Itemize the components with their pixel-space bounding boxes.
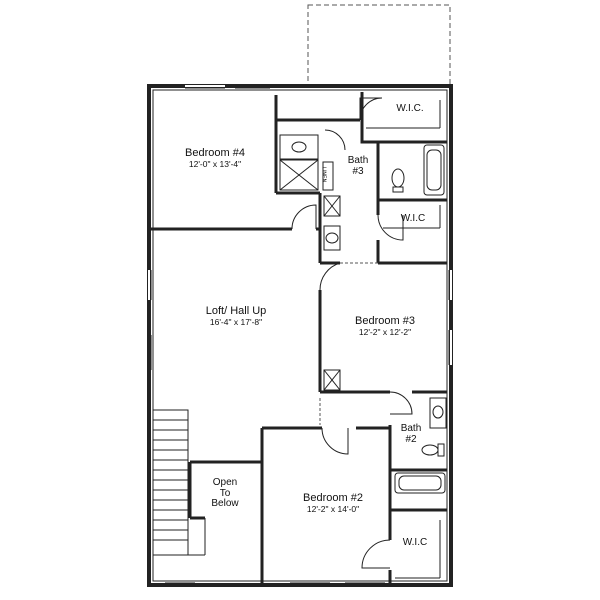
bedroom3-label: Bedroom #3 12'-2" x 12'-2" <box>335 315 435 337</box>
outer-wall <box>147 84 453 587</box>
open-line2: To <box>219 487 231 499</box>
open-line1: Open <box>212 477 238 488</box>
bedroom2-name: Bedroom #2 <box>303 492 363 504</box>
windows <box>148 85 452 584</box>
dashed-outline-top <box>307 4 451 86</box>
bedroom4-label: Bedroom #4 12'-0" x 13'-4" <box>165 147 265 169</box>
bath3-label: Bath #3 <box>338 155 378 177</box>
bath2-line2: #2 <box>405 433 417 445</box>
bedroom4-dims: 12'-0" x 13'-4" <box>188 158 242 169</box>
dashed-openings <box>319 262 378 425</box>
wic-mid-label: W.I.C <box>400 213 426 224</box>
wic-bottom-label: W.I.C <box>402 537 428 548</box>
wic-top-label: W.I.C. <box>396 103 424 114</box>
bedroom2-label: Bedroom #2 12'-2" x 14'-0" <box>283 492 383 514</box>
open-to-below-label: Open To Below <box>200 477 250 510</box>
open-line3: Below <box>211 498 239 509</box>
interior-walls <box>151 92 447 583</box>
bath2-fixtures <box>323 369 447 494</box>
bath2-line1: Bath <box>400 423 422 434</box>
loft-label: Loft/ Hall Up 16'-4" x 17'-8" <box>186 305 286 327</box>
closet-shelves <box>322 100 441 579</box>
bath2-label: Bath #2 <box>391 423 431 445</box>
loft-dims: 16'-4" x 17'-8" <box>209 316 263 327</box>
bedroom4-name: Bedroom #4 <box>185 147 245 159</box>
bath3-line2: #3 <box>352 165 364 177</box>
bedroom3-name: Bedroom #3 <box>355 315 415 327</box>
stairs <box>152 409 206 556</box>
bedroom2-dims: 12'-2" x 14'-0" <box>306 503 360 514</box>
loft-name: Loft/ Hall Up <box>205 305 267 317</box>
door-swings <box>291 97 413 569</box>
bath3-line1: Bath <box>347 155 369 166</box>
linen-label: LINEN <box>320 166 327 183</box>
bedroom3-dims: 12'-2" x 12'-2" <box>358 326 412 337</box>
bath3-fixtures <box>279 134 445 251</box>
